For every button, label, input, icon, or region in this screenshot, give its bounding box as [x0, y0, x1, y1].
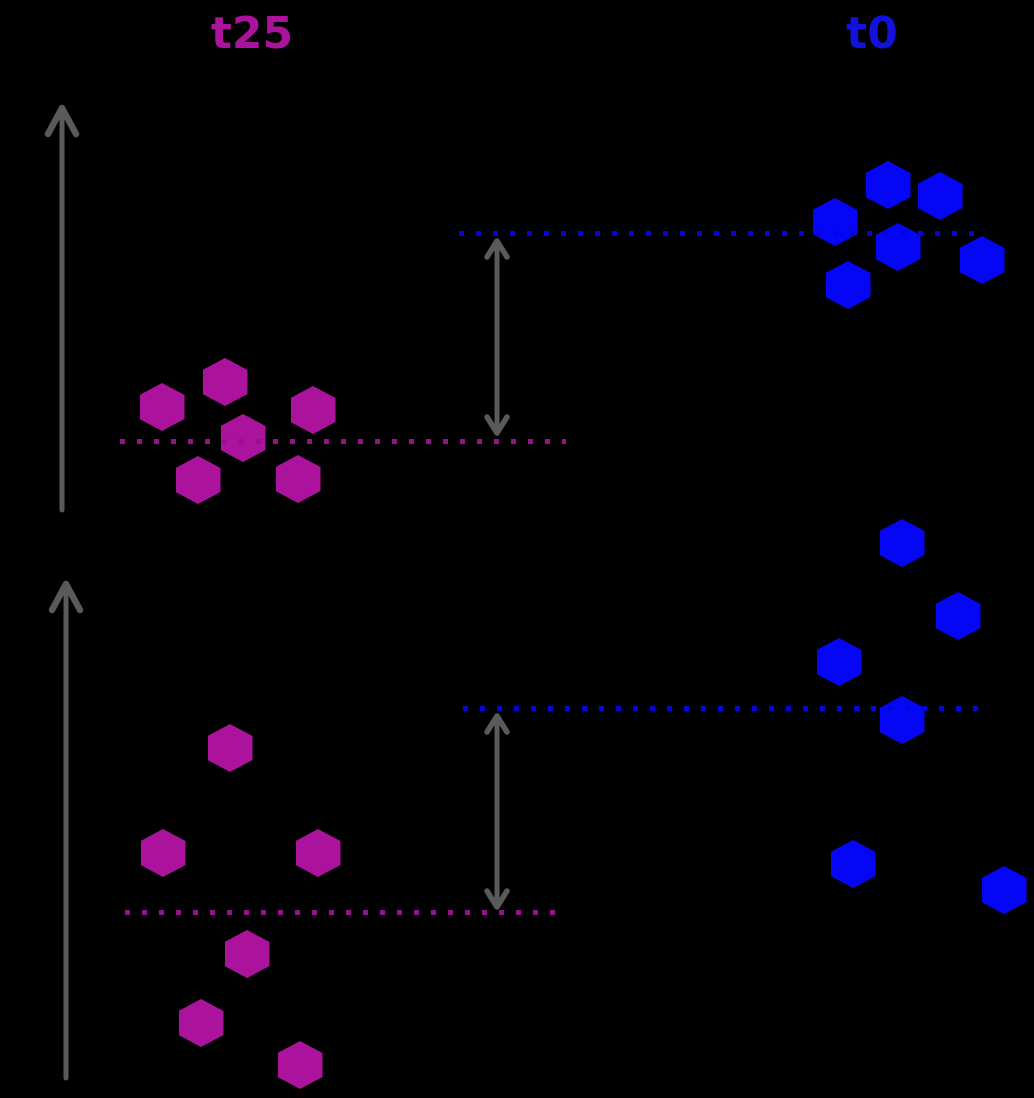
bottom-t0-hexagon	[935, 592, 981, 640]
top-t0-hexagon	[917, 172, 963, 220]
bottom-t25-hexagon	[295, 829, 341, 877]
top-t25-hexagon	[202, 358, 248, 406]
bottom-t25-mean-line	[125, 909, 566, 915]
bottom-t25-hexagon	[178, 999, 224, 1047]
top-y-axis-arrowhead	[44, 104, 80, 138]
t0-label: t0	[846, 8, 898, 59]
top-t25-mean-line	[120, 438, 566, 444]
top-t0-hexagon	[812, 198, 858, 246]
bottom-t0-hexagon	[816, 638, 862, 686]
bottom-t25-hexagon	[140, 829, 186, 877]
top-t0-hexagon	[959, 236, 1005, 284]
t25-label: t25	[210, 8, 294, 59]
bottom-difference-arrowhead-bottom	[484, 888, 510, 910]
top-difference-arrowhead-top	[484, 238, 510, 260]
bottom-t25-hexagon	[224, 930, 270, 978]
bottom-y-axis-arrowhead	[48, 580, 84, 614]
top-t25-hexagon	[275, 455, 321, 503]
top-t0-mean-line	[459, 230, 982, 236]
bottom-t25-hexagon	[277, 1041, 323, 1089]
bottom-t0-hexagon	[981, 866, 1027, 914]
bottom-t0-hexagon	[879, 696, 925, 744]
bottom-t0-hexagon	[830, 840, 876, 888]
bottom-t25-hexagon	[207, 724, 253, 772]
top-t0-hexagon	[825, 261, 871, 309]
top-t25-hexagon	[290, 386, 336, 434]
top-t25-hexagon	[175, 456, 221, 504]
top-t25-hexagon	[220, 414, 266, 462]
top-t25-hexagon	[139, 383, 185, 431]
top-difference-arrowhead-bottom	[484, 414, 510, 436]
bottom-t0-mean-line	[463, 705, 984, 711]
bottom-t0-hexagon	[879, 519, 925, 567]
top-t0-hexagon	[865, 161, 911, 209]
bottom-difference-arrowhead-top	[484, 713, 510, 735]
